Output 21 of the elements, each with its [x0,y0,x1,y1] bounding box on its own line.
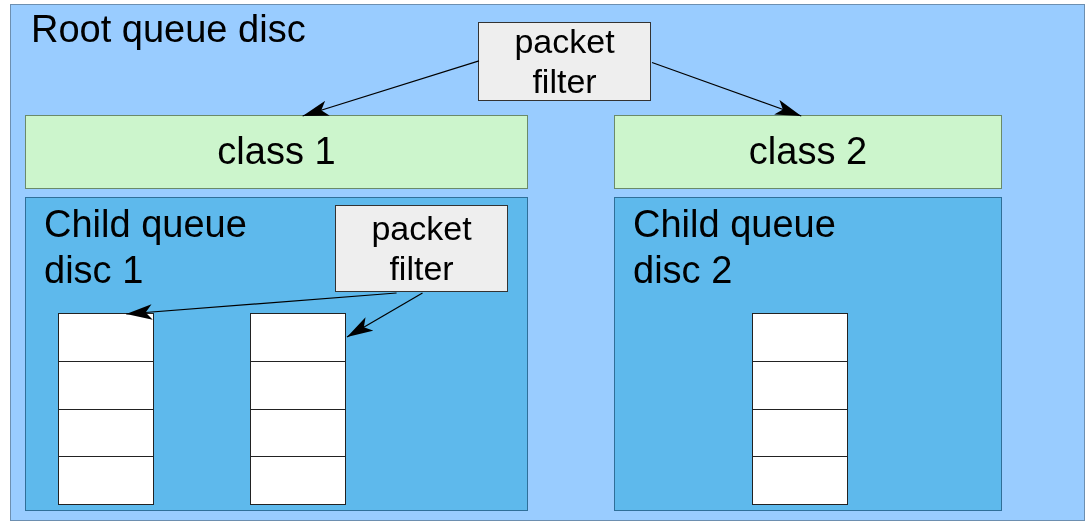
filter-box [478,22,651,101]
filter-box [335,205,508,292]
label-text: packet filter [513,22,616,101]
arrow [346,292,424,338]
root-panel [10,4,1085,521]
class-box [25,115,528,189]
label-text: packet filter [370,209,473,288]
child-panel [614,197,1002,511]
queue-stack [752,313,848,505]
queue-stack [58,313,154,505]
arrow [125,292,398,320]
panel-title: Child queue disc 1 [44,202,248,293]
child-panel [25,197,528,511]
queue-stack [250,313,346,505]
class-box [614,115,1002,189]
label-text: class 2 [748,129,868,175]
arrow [651,61,802,117]
label-text: class 1 [217,129,336,175]
panel-title: Child queue disc 2 [633,202,837,293]
arrow [302,60,480,117]
panel-title: Root queue disc [31,7,307,52]
